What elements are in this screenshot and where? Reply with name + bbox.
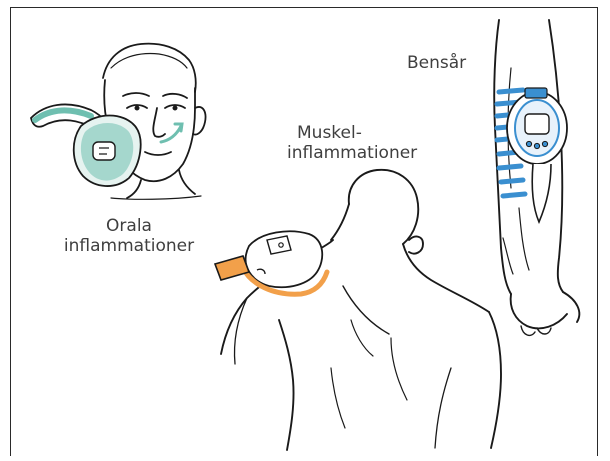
label-oral-line1: Orala [54,216,204,236]
muscle-device [215,231,327,294]
label-muscle-line2: inflammationer [287,143,417,163]
illustration-frame: Bensår Muskel- inflammationer Orala infl… [10,7,598,456]
back-illustration [221,170,501,450]
leg-device [497,88,567,222]
label-leg-wounds: Bensår [407,53,466,73]
label-leg-text: Bensår [407,53,466,73]
label-muscle-line1: Muskel- [287,123,417,143]
label-muscle-inflammation: Muskel- inflammationer [287,123,417,163]
label-oral-line2: inflammationer [54,236,204,256]
oral-device [31,104,182,186]
label-oral-inflammation: Orala inflammationer [54,216,204,256]
